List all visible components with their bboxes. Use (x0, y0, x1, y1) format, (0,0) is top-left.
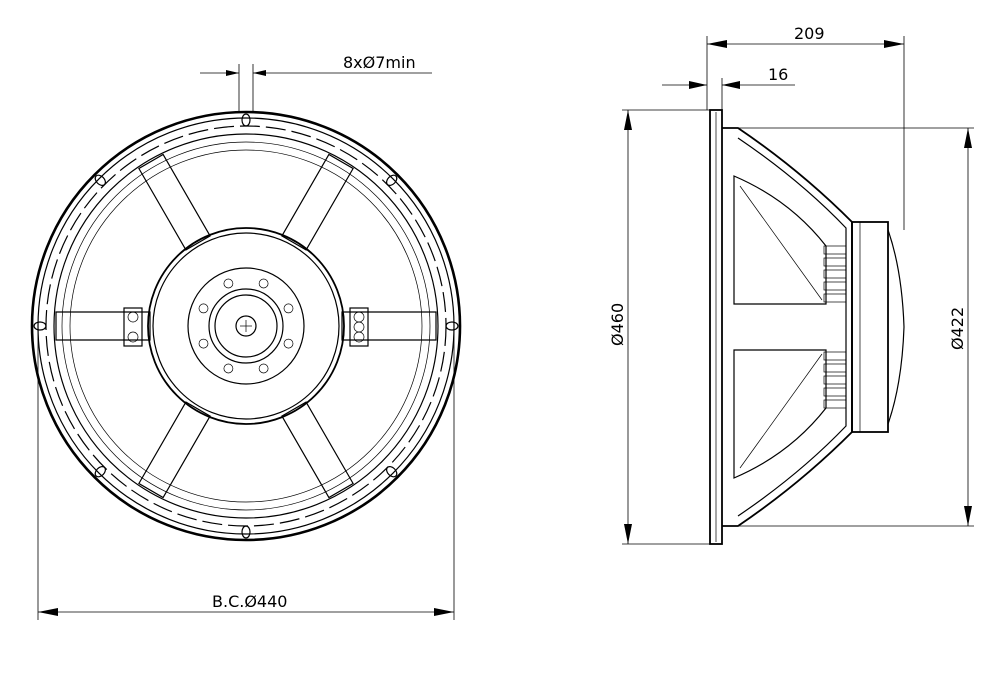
cooling-fin (823, 375, 847, 385)
frame-spoke (55, 311, 151, 341)
hole-spec-label: 8xØ7min (343, 53, 416, 72)
basket-inner (737, 137, 847, 517)
terminal-right (349, 307, 369, 347)
cooling-fin (823, 281, 847, 291)
basket-window-upper (733, 175, 827, 305)
frame-spoke (138, 153, 211, 251)
depth-dimension: 209 (706, 24, 905, 230)
bolt-circle-label: B.C.Ø440 (212, 592, 287, 611)
bolt-circle-dimension: B.C.Ø440 (37, 326, 455, 620)
terminal-left-post (127, 311, 139, 323)
mounting-hole (94, 174, 106, 186)
magnet-bolt (283, 338, 294, 349)
basket-diameter-label: Ø422 (948, 307, 967, 350)
terminal-right-post (353, 321, 365, 333)
magnet-bolt (198, 338, 209, 349)
depth-label: 209 (794, 24, 825, 43)
basket-diameter-dimension: Ø422 (738, 127, 974, 527)
cone-edge (69, 149, 423, 503)
magnet-bolt (198, 303, 209, 314)
mounting-hole (445, 321, 459, 331)
mounting-hole (241, 113, 251, 127)
cooling-fin (823, 257, 847, 267)
front-view (30, 110, 462, 542)
magnet-bolt (223, 278, 234, 289)
frame-spoke (341, 311, 437, 341)
frame-spoke (281, 401, 354, 499)
magnet-bolt (223, 363, 234, 374)
cooling-fins (823, 245, 847, 409)
magnet-stack (851, 221, 889, 433)
vent-ring-outer (208, 288, 284, 364)
side-view (709, 109, 905, 545)
magnet-plate-inner (152, 232, 340, 420)
cooling-fin (823, 399, 847, 409)
mounting-holes (33, 113, 459, 539)
frame-spoke (138, 401, 211, 499)
terminal-left (123, 307, 143, 347)
mounting-hole (94, 466, 106, 478)
frame-ring (53, 133, 439, 519)
outer-rim (30, 110, 462, 542)
magnet-bolt (283, 303, 294, 314)
cooling-fin (823, 269, 847, 279)
frame-spoke (281, 153, 354, 251)
magnet-bolt (258, 363, 269, 374)
mounting-hole (386, 174, 398, 186)
magnet-plate (147, 227, 345, 425)
magnet-bolt (258, 278, 269, 289)
center-vent (235, 315, 257, 337)
terminal-left-post (127, 331, 139, 343)
flange-label: 16 (768, 65, 788, 84)
mounting-hole (241, 525, 251, 539)
outer-diameter-dimension: Ø460 (608, 109, 710, 545)
cooling-fin (823, 387, 847, 397)
vent-ring-inner (214, 294, 278, 358)
flange-thickness-dimension: 16 (662, 65, 795, 110)
magnet-bolts (198, 278, 294, 374)
pole-ring (187, 267, 305, 385)
cooling-fin (823, 363, 847, 373)
mounting-hole (386, 466, 398, 478)
rear-plate (887, 229, 905, 425)
hole-spec-dimension: 8xØ7min (200, 53, 432, 112)
cooling-fin (823, 245, 847, 255)
flange (709, 109, 723, 545)
frame-ring-inner (61, 141, 431, 511)
terminal-right-post (353, 311, 365, 323)
cooling-fin (823, 293, 847, 303)
mounting-hole (33, 321, 47, 331)
terminal-right-post (353, 331, 365, 343)
frame-spokes (55, 153, 437, 499)
cooling-fin (823, 351, 847, 361)
outer-diameter-label: Ø460 (608, 303, 627, 346)
